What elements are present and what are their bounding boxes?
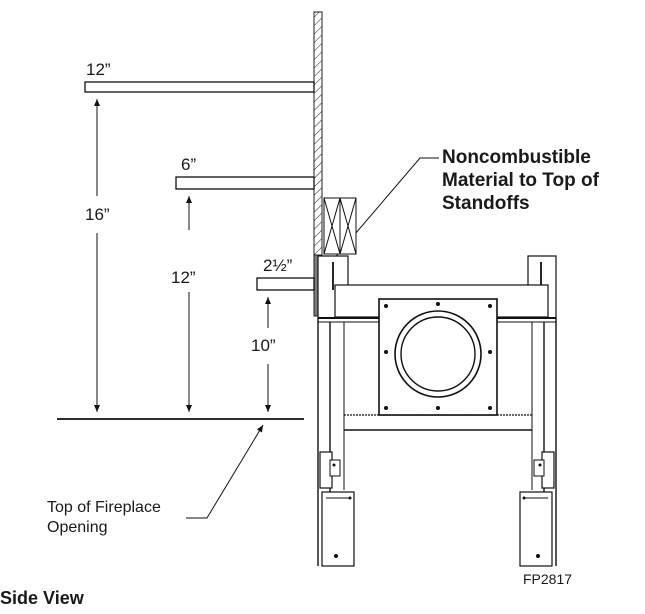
- standoff-blocks: [323, 197, 357, 255]
- clearance-label-10in: 10”: [251, 336, 276, 355]
- callout-line-1: Noncombustible: [442, 147, 591, 168]
- clearance-label-12in: 12”: [171, 268, 196, 287]
- noncombustible-callout: Noncombustible Material to Top of Stando…: [442, 146, 599, 216]
- mantel-12in: [84, 81, 315, 93]
- dimension-label-12in: 12”: [86, 60, 111, 79]
- view-title: Side View: [0, 588, 84, 608]
- dimension-label-2half-in: 2½”: [263, 256, 293, 275]
- fireplace-opening-note: Top of Fireplace Opening: [47, 498, 161, 538]
- fireplace-unit: [317, 255, 557, 567]
- note-line-2: Opening: [47, 519, 108, 536]
- mantel-2half-in: [256, 277, 315, 291]
- clearance-label-16in: 16”: [85, 205, 110, 224]
- mantel-6in: [175, 176, 315, 190]
- figure-code: FP2817: [523, 571, 573, 587]
- callout-line-2: Material to Top of: [442, 170, 599, 192]
- leader-lines: [186, 157, 439, 519]
- dimension-label-6in: 6”: [181, 155, 197, 174]
- callout-line-3: Standoffs: [442, 193, 530, 215]
- note-line-1: Top of Fireplace: [47, 499, 161, 516]
- dimension-arrows: [94, 99, 271, 412]
